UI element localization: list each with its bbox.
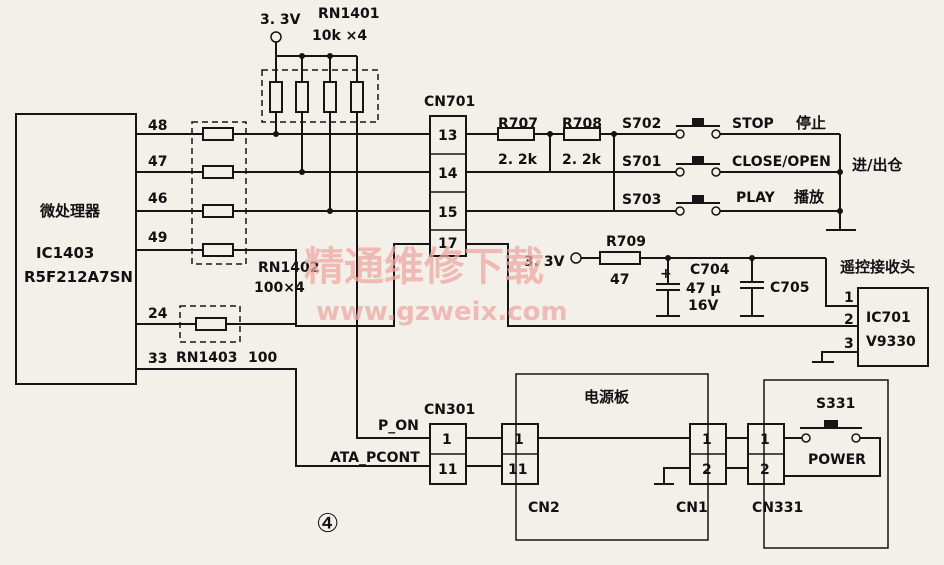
vcc-mid-label: 3. 3V [524, 254, 565, 270]
rn1401-label: RN1401 [318, 6, 379, 22]
power-label: POWER [808, 452, 866, 468]
svg-text:+: + [660, 266, 672, 282]
play-label: PLAY [736, 190, 776, 206]
stop-cn-label: 停止 [796, 114, 826, 132]
cn301-pin-11: 11 [438, 462, 457, 478]
s702-switch [675, 118, 721, 139]
ic701-pin-3: 3 [844, 336, 854, 352]
mcu-pin-24: 24 [148, 306, 168, 322]
cn2-pin-11: 11 [508, 462, 527, 478]
r708-resistor [563, 127, 601, 141]
r709-value: 47 [610, 272, 629, 288]
cn1-pin-2: 2 [702, 462, 712, 478]
ata-pcont-label: ATA_PCONT [330, 450, 420, 466]
rn1401-value: 10k ×4 [312, 28, 367, 44]
power-board-label: 电源板 [584, 388, 630, 406]
rn1402-value: 100×4 [254, 280, 305, 296]
r709-resistor [599, 251, 641, 265]
cn331-pin-2: 2 [760, 462, 770, 478]
mcu-name-label: 微处理器 [39, 202, 101, 220]
s703-switch [675, 195, 721, 216]
stop-label: STOP [732, 116, 774, 132]
ic701-receiver [857, 287, 929, 367]
rn1402-label: RN1402 [258, 260, 319, 276]
s703-label: S703 [622, 192, 661, 208]
rn1403-value: 100 [248, 350, 277, 366]
cn701-pin-13: 13 [438, 128, 457, 144]
p-on-label: P_ON [378, 418, 419, 434]
cn331-pin-1: 1 [760, 432, 770, 448]
watermark-cn: 精通维修下载 [304, 244, 544, 290]
cn701-connector [429, 115, 467, 257]
vcc-top-label: 3. 3V [260, 12, 301, 28]
cn2-pin-1: 1 [514, 432, 524, 448]
s702-label: S702 [622, 116, 661, 132]
cn701-pin-15: 15 [438, 205, 457, 221]
play-cn-label: 播放 [794, 188, 825, 206]
mcu-pin-46: 46 [148, 191, 167, 207]
cn1-pin-1: 1 [702, 432, 712, 448]
vcc-top-terminal [270, 31, 282, 43]
cn331-label: CN331 [752, 500, 803, 516]
r709-label: R709 [606, 234, 646, 250]
rn1401-package [261, 69, 379, 123]
ic701-part-label: V9330 [866, 334, 916, 350]
c704-voltage: 16V [688, 298, 718, 314]
cn701-pin-17: 17 [438, 236, 457, 252]
cn701-label: CN701 [424, 94, 475, 110]
cn301-label: CN301 [424, 402, 475, 418]
rn1402-package [191, 121, 247, 265]
switch-board-outline [763, 379, 889, 549]
cn1-label: CN1 [676, 500, 708, 516]
remote-rx-label: 遥控接收头 [840, 258, 915, 276]
c704-label: C704 [690, 262, 730, 278]
r707-value: 2. 2k [498, 152, 538, 168]
s701-switch [675, 156, 721, 177]
r707-resistor [497, 127, 535, 141]
mcu-pin-33: 33 [148, 351, 167, 367]
s331-power-switch [800, 420, 862, 443]
mcu-pin-49: 49 [148, 230, 167, 246]
rn1403-label: RN1403 [176, 350, 237, 366]
mcu-pin-48: 48 [148, 118, 167, 134]
c704-capacitor [656, 258, 680, 317]
mcu-part-label: R5F212A7SN [24, 268, 133, 286]
close-open-label: CLOSE/OPEN [732, 154, 831, 170]
c704-capacitance: 47 μ [686, 281, 721, 297]
cn701-pin-14: 14 [438, 166, 458, 182]
rn1403-resistor [195, 317, 227, 331]
rn1401-resistors [269, 53, 364, 430]
s701-label: S701 [622, 154, 661, 170]
s331-label: S331 [816, 396, 855, 412]
mcu-ref-label: IC1403 [36, 244, 94, 262]
watermark-url: www.gzweix.com [316, 297, 568, 327]
cn301-pin-1: 1 [442, 432, 452, 448]
cn2-label: CN2 [528, 500, 560, 516]
in-out-label: 进/出仓 [852, 156, 903, 174]
figure-number: ④ [316, 509, 339, 539]
ic701-pin-2: 2 [844, 312, 854, 328]
power-board-outline [515, 373, 709, 541]
c705-capacitor [740, 258, 764, 317]
c705-label: C705 [770, 280, 810, 296]
mcu-pin-47: 47 [148, 154, 167, 170]
ic701-pin-1: 1 [844, 290, 854, 306]
ic701-ref-label: IC701 [866, 310, 911, 326]
vcc-mid-terminal [570, 252, 582, 264]
r708-value: 2. 2k [562, 152, 602, 168]
